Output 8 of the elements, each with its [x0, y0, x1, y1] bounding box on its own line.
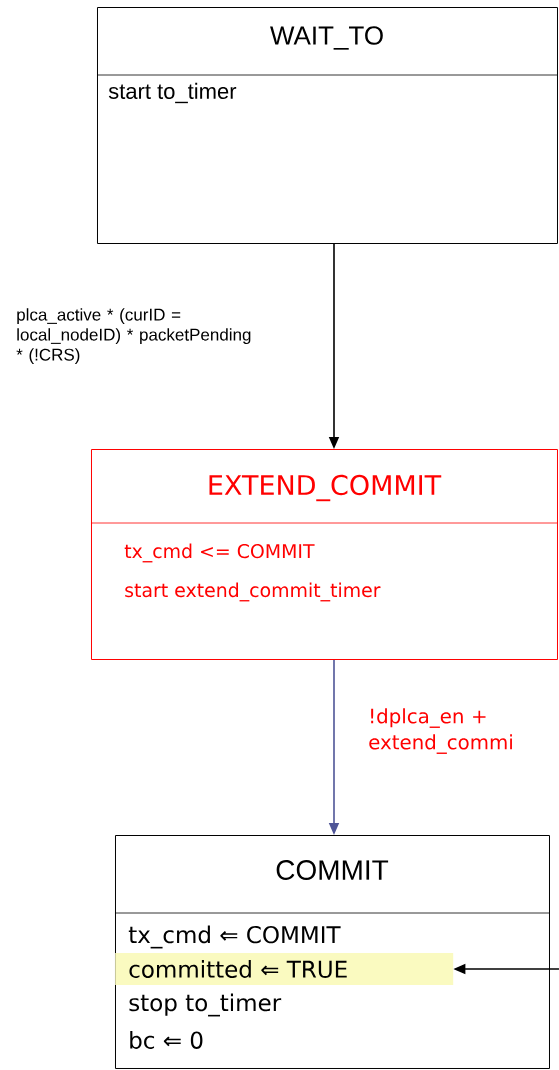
node-label: stop to_timer — [129, 993, 282, 1017]
edge-label: !dplca_en + extend_commi — [369, 708, 512, 754]
edge-label: plca_active * (curID = local_nodeID) * packetPending * (!CRS) — [16, 308, 251, 365]
node-label: COMMIT — [276, 860, 389, 880]
node-label: tx_cmd ⇐ COMMIT — [128, 925, 341, 949]
state-box: WAIT_TO start to_timer — [96, 7, 558, 244]
state-box: EXTEND_COMMIT tx_cmd <= COMMIT start extend_commit_timer — [90, 449, 558, 660]
node-label: bc ⇐ 0 — [130, 1031, 203, 1049]
